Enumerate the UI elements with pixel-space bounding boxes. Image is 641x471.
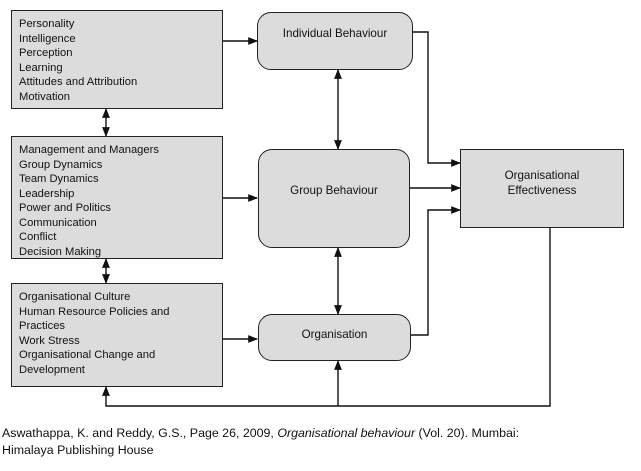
organisation-factors-box: Organisational Culture Human Resource Po… [11,283,223,387]
list-item: Conflict [19,231,57,243]
list-item: Attitudes and Attribution [19,76,138,88]
individual-behaviour-node: Individual Behaviour [257,12,413,70]
list-item: Work Stress [19,334,80,347]
caption-publisher: Himalaya Publishing House [2,443,154,457]
group-behaviour-node: Group Behaviour [258,149,410,248]
list-item: Organisational Culture [19,291,131,303]
group-behaviour-label: Group Behaviour [290,184,378,197]
list-item: Leadership [19,187,75,200]
list-item: Management and Managers [19,144,159,156]
organisational-effectiveness-box: Organisational Effectiveness [460,149,624,228]
arrow-individual-to-effectiveness [413,31,461,167]
caption-details: (Vol. 20). Mumbai: [415,426,520,440]
feedback-loop-line [102,228,551,407]
arrow-organisation-to-effectiveness [411,206,461,336]
list-item: Learning [19,61,63,74]
list-item: Perception [19,47,73,59]
group-factors-box: Management and Managers Group Dynamics T… [11,136,223,259]
list-item: Personality [19,18,75,30]
list-item: Decision Making [19,245,102,258]
effectiveness-label-line2: Effectiveness [507,183,577,197]
list-item: Development [19,363,85,376]
list-item: Team Dynamics [19,173,99,185]
list-item: Communication [19,216,97,229]
list-item: Practices [19,320,66,332]
list-item: Human Resource Policies and [19,305,170,318]
source-caption: Aswathappa, K. and Reddy, G.S., Page 26,… [2,425,632,459]
organisation-label: Organisation [301,327,368,341]
list-item: Motivation [19,90,70,103]
list-item: Group Dynamics [19,158,103,171]
effectiveness-label-line1: Organisational [504,168,580,182]
caption-authors: Aswathappa, K. and Reddy, G.S., Page 26,… [2,426,278,440]
list-item: Intelligence [19,32,76,45]
individual-behaviour-label: Individual Behaviour [282,26,388,40]
list-item: Power and Politics [19,202,112,214]
list-item: Organisational Change and [19,349,156,361]
organisation-node: Organisation [258,314,411,361]
individual-factors-box: Personality Intelligence Perception Lear… [11,10,223,109]
caption-title: Organisational behaviour [277,426,416,440]
